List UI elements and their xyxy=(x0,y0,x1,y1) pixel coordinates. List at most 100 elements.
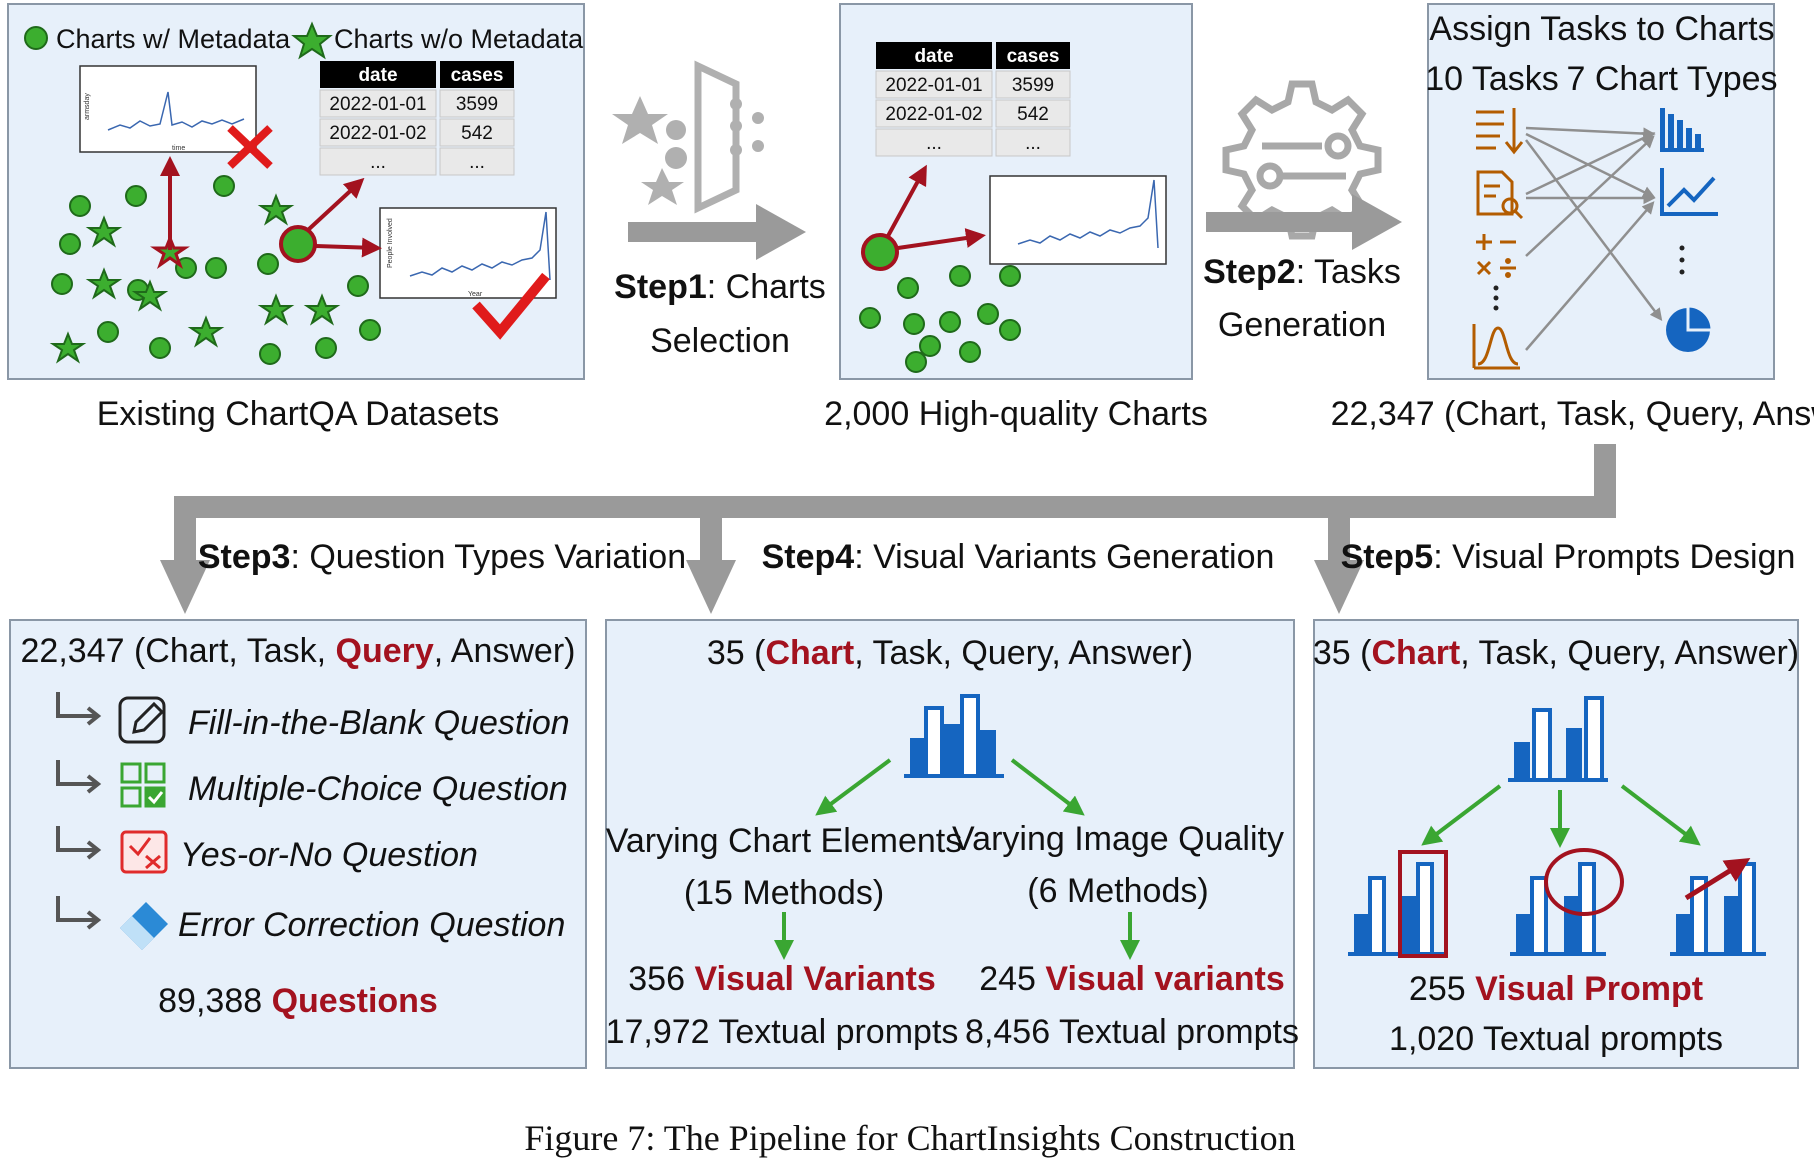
reject-cross-icon xyxy=(227,125,273,169)
chart-stars xyxy=(49,193,341,364)
tasks-count: 10 Tasks xyxy=(1425,60,1559,98)
table-cell: ... xyxy=(926,133,942,154)
multiple-choice-grid-icon xyxy=(120,762,166,808)
step3-head: 22,347 (Chart, Task, Query, Answer) xyxy=(21,632,576,670)
existing-datasets-label: Existing ChartQA Datasets xyxy=(97,395,500,433)
bar-chart-circle-prompt-icon xyxy=(1510,848,1624,956)
step4-head: 35 (Chart, Task, Query, Answer) xyxy=(707,634,1193,672)
step1-connector: Step1: Charts Selection xyxy=(612,60,826,360)
assign-tasks-title: Assign Tasks to Charts xyxy=(1429,10,1774,48)
selected-chart-thumbnail xyxy=(989,175,1167,265)
step5-textual-prompts: 1,020 Textual prompts xyxy=(1389,1020,1723,1058)
step5-head: 35 (Chart, Task, Query, Answer) xyxy=(1313,634,1799,672)
step2-label: Step2: Tasks xyxy=(1203,253,1401,291)
arithmetic-icon xyxy=(1476,234,1516,278)
bar-chart-icon xyxy=(1660,108,1704,152)
arrow-return-icon xyxy=(56,692,102,726)
line-chart-icon xyxy=(1660,168,1718,216)
accepted-chart-thumbnail: People Involved Year xyxy=(379,207,557,299)
figure-caption: Figure 7: The Pipeline for ChartInsights… xyxy=(524,1118,1295,1158)
table-cell: ... xyxy=(469,152,485,173)
green-circle-icon xyxy=(24,26,48,50)
bar-chart-arrow-prompt-icon xyxy=(1670,858,1766,956)
accept-check-icon xyxy=(472,272,550,340)
table-header-date: date xyxy=(358,65,397,86)
gear-icon xyxy=(1222,80,1382,240)
question-type-item: Yes-or-No Question xyxy=(180,836,478,874)
step1-label-line2: Selection xyxy=(650,322,790,360)
step2-label-line2: Generation xyxy=(1218,306,1386,344)
yes-no-icon xyxy=(120,830,168,874)
question-types-panel: 22,347 (Chart, Task, Query, Answer) Fill… xyxy=(9,619,587,1069)
table-cell: ... xyxy=(370,152,386,173)
question-type-item: Fill-in-the-Blank Question xyxy=(188,704,570,742)
chart-dots xyxy=(859,265,1021,373)
visual-prompts-panel: 35 (Chart, Task, Query, Answer) xyxy=(1313,619,1799,1069)
thumb1-y-label: armsday xyxy=(84,93,91,120)
left-variants-count: 356 Visual Variants xyxy=(628,960,935,998)
arrow-return-icon xyxy=(56,826,102,860)
table-cell: 542 xyxy=(461,123,493,144)
table-cell: 542 xyxy=(1017,104,1049,125)
arrow-return-icon xyxy=(56,760,102,794)
tuples-label: 22,347 (Chart, Task, Query, Answer) xyxy=(1331,395,1814,433)
bar-chart-icon xyxy=(1508,696,1608,782)
bar-chart-icon xyxy=(904,694,1004,778)
chart-types-count: 7 Chart Types xyxy=(1566,60,1777,98)
selected-charts-panel: date cases 2022-01-01 3599 2022-01-02 54… xyxy=(824,3,1208,433)
edit-pencil-icon xyxy=(118,696,166,744)
table-header-date: date xyxy=(914,46,953,67)
table-header-cases: cases xyxy=(451,65,504,86)
table-cell: 2022-01-01 xyxy=(329,94,426,115)
table-cell: ... xyxy=(1025,133,1041,154)
step4-label: Step4: Visual Variants Generation xyxy=(762,538,1275,576)
visual-variants-panel: 35 (Chart, Task, Query, Answer) Varying … xyxy=(605,619,1299,1069)
thumb2-y-label: People Involved xyxy=(387,218,394,268)
visual-prompt-count: 255 Visual Prompt xyxy=(1409,970,1703,1008)
table-cell: 3599 xyxy=(1012,75,1054,96)
table-cell: 3599 xyxy=(456,94,498,115)
thumb1-x-label: time xyxy=(172,145,185,152)
more-dots-vertical xyxy=(1493,285,1499,311)
selected-charts-label: 2,000 High-quality Charts xyxy=(824,395,1208,433)
document-search-icon xyxy=(1476,170,1524,220)
table-cell: 2022-01-02 xyxy=(885,104,982,125)
right-textual-prompts: 8,456 Textual prompts xyxy=(965,1013,1299,1051)
rejected-chart-thumbnail: armsday time xyxy=(79,65,257,153)
table-header-cases: cases xyxy=(1007,46,1060,67)
table-cell: 2022-01-01 xyxy=(885,75,982,96)
chart-dots xyxy=(51,175,381,365)
distribution-curve-icon xyxy=(1472,324,1520,370)
varying-elements-methods: (15 Methods) xyxy=(684,874,884,912)
task-mapping-arrows xyxy=(1525,126,1663,351)
more-dots-vertical xyxy=(1679,245,1685,275)
legend-with-metadata: Charts w/ Metadata xyxy=(56,24,291,54)
question-type-item: Error Correction Question xyxy=(178,906,565,944)
data-table: date cases 2022-01-01 3599 2022-01-02 54… xyxy=(319,61,515,176)
varying-elements-title: Varying Chart Elements xyxy=(606,822,963,860)
right-variants-count: 245 Visual variants xyxy=(979,960,1285,998)
thumb2-x-label: Year xyxy=(468,291,483,298)
varying-quality-methods: (6 Methods) xyxy=(1027,872,1208,910)
step3-label: Step3: Question Types Variation xyxy=(198,538,686,576)
sort-list-icon xyxy=(1476,108,1524,155)
green-star-icon xyxy=(291,21,333,60)
arrow-return-icon xyxy=(56,896,102,930)
assign-tasks-panel: Assign Tasks to Charts 10 Tasks 7 Chart … xyxy=(1331,3,1814,433)
legend-without-metadata: Charts w/o Metadata xyxy=(334,24,584,54)
left-textual-prompts: 17,972 Textual prompts xyxy=(606,1013,959,1051)
step5-label: Step5: Visual Prompts Design xyxy=(1341,538,1796,576)
question-type-item: Multiple-Choice Question xyxy=(188,770,568,808)
step2-connector: Step2: Tasks Generation xyxy=(1203,80,1402,344)
table-cell: 2022-01-02 xyxy=(329,123,426,144)
filter-funnel-icon xyxy=(612,60,764,214)
pie-chart-icon xyxy=(1666,304,1714,352)
branch-connector xyxy=(160,444,1616,614)
eraser-icon xyxy=(120,902,168,950)
varying-quality-title: Varying Image Quality xyxy=(952,820,1284,858)
bar-chart-box-prompt-icon xyxy=(1348,850,1448,958)
step3-total: 89,388 Questions xyxy=(158,982,438,1020)
step1-label: Step1: Charts xyxy=(614,268,826,306)
existing-datasets-panel: Charts w/ Metadata Charts w/o Metadata a… xyxy=(7,3,585,433)
